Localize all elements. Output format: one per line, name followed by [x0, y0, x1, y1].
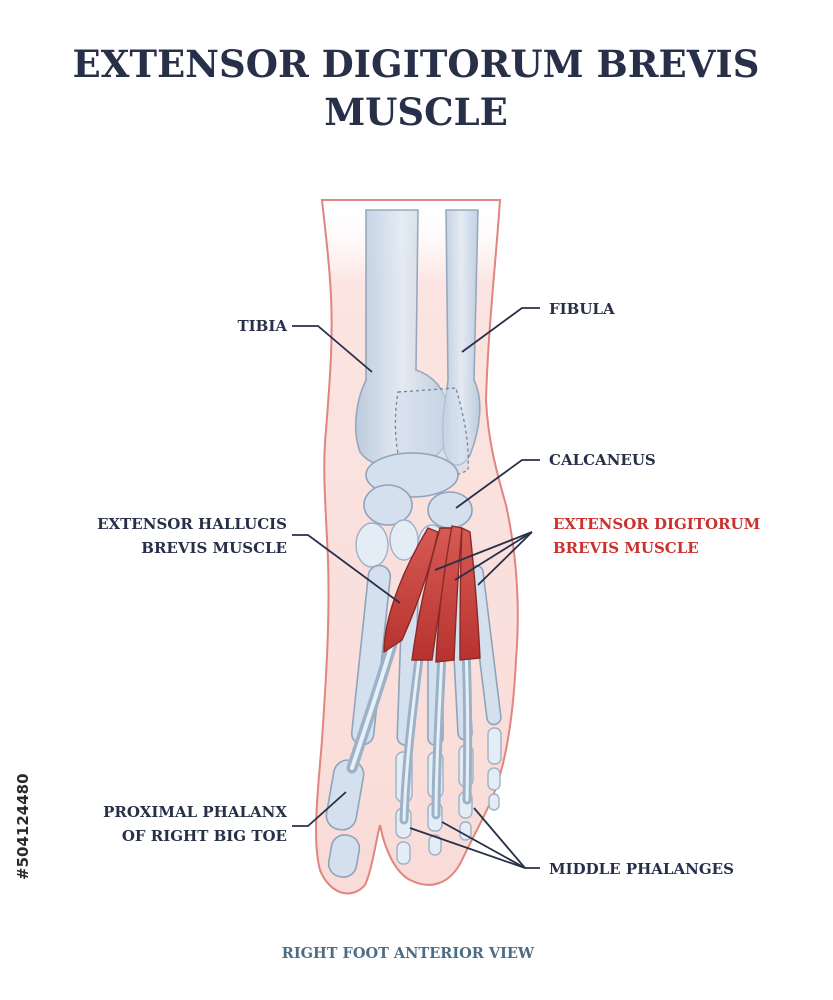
leader-middle-phalanges-c	[473, 807, 526, 869]
label-proximal-line-2: OF RIGHT BIG TOE	[122, 827, 287, 845]
tendon-toe-2-core	[402, 648, 422, 822]
label-proximal-line-1: PROXIMAL PHALANX	[103, 803, 287, 821]
toe5-distal-phalanx	[488, 793, 500, 811]
leader-fibula	[461, 307, 540, 353]
toe5-middle-phalanx	[487, 767, 501, 791]
tendon-toe-3-core	[434, 650, 444, 817]
label-edb-line-2: BREVIS MUSCLE	[553, 539, 699, 557]
label-ehb-line-2: BREVIS MUSCLE	[141, 539, 287, 557]
leader-proximal-phalanx	[292, 791, 347, 827]
label-tibia: TIBIA	[237, 317, 287, 335]
leader-extensor-digitorum-brevis-a	[434, 531, 533, 571]
title-line-1: EXTENSOR DIGITORUM BREVIS	[73, 42, 760, 86]
navicular-bone	[363, 484, 413, 526]
leader-middle-phalanges-b	[441, 821, 526, 869]
leader-calcaneus	[455, 459, 540, 509]
leader-tibia	[292, 325, 373, 373]
label-edb-line-1: EXTENSOR DIGITORUM	[553, 515, 760, 533]
leader-extensor-digitorum-brevis-c	[477, 531, 533, 586]
label-calcaneus: CALCANEUS	[549, 451, 656, 469]
label-ehb-line-1: EXTENSOR HALLUCIS	[97, 515, 287, 533]
stock-id-vertical: #504124480	[14, 773, 32, 880]
title-line-2: MUSCLE	[324, 90, 508, 134]
tendon-toe-4-core	[464, 648, 470, 802]
toe3-distal-phalanx	[428, 834, 442, 856]
label-fibula: FIBULA	[549, 300, 615, 318]
distal-phalanx-big-toe	[327, 834, 361, 878]
toe2-distal-phalanx	[396, 841, 411, 865]
cuboid-bone	[427, 491, 473, 529]
caption-view: RIGHT FOOT ANTERIOR VIEW	[282, 945, 535, 962]
extensor-digitorum-brevis-belly-3	[459, 526, 481, 661]
leader-extensor-digitorum-brevis-b	[454, 531, 533, 581]
leader-extensor-hallucis-brevis	[292, 534, 401, 604]
toe5-proximal-phalanx	[487, 727, 502, 765]
label-middle-phalanges: MIDDLE PHALANGES	[549, 860, 734, 878]
cuneiform-bone-1	[355, 522, 389, 568]
